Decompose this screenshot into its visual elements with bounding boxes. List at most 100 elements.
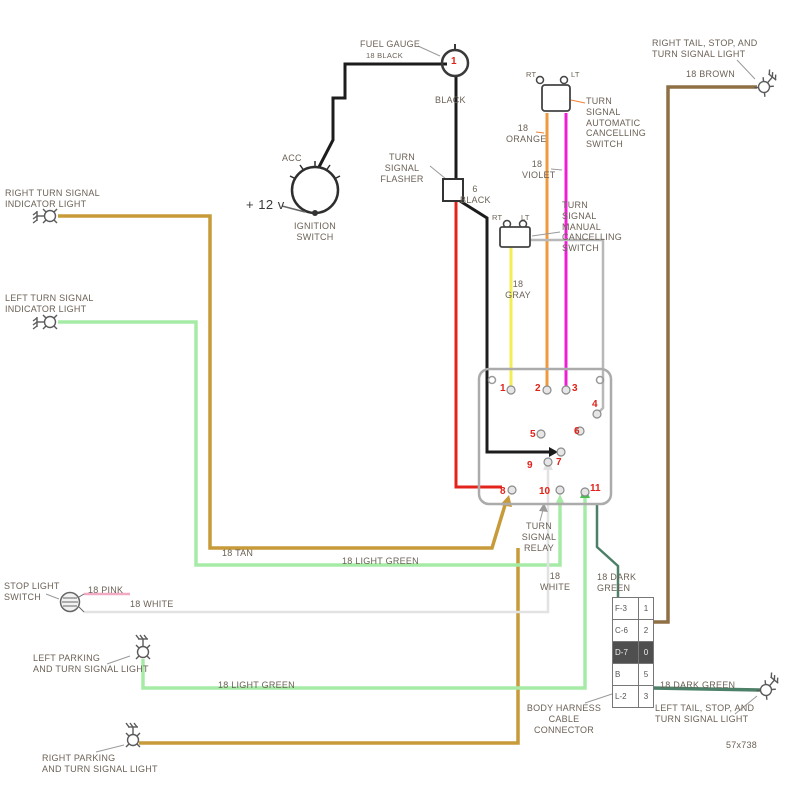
leader-violet-wire — [550, 168, 563, 171]
connector-row-1: F-3 1 — [613, 598, 653, 620]
manual-cancelling-switch-symbol — [499, 219, 531, 248]
label-light-green-mid: 18 LIGHT GREEN — [342, 556, 419, 566]
leader-auto-cancel — [570, 99, 586, 104]
leader-fuel-gauge — [417, 45, 441, 57]
leader-right-tail — [736, 59, 756, 80]
label-black-wire: BLACK — [435, 95, 466, 105]
wire-red-flasher-to-relay — [454, 201, 502, 489]
relay-terminal-5: 5 — [530, 429, 536, 440]
wire-light-green-indicator — [58, 320, 562, 567]
stop-light-switch-symbol — [59, 591, 85, 613]
wire-brown — [652, 85, 757, 624]
label-violet-wire: 18 VIOLET — [522, 159, 556, 180]
connector-row-num: 2 — [643, 626, 649, 635]
relay-terminal-3: 3 — [572, 383, 578, 394]
fuel-gauge-symbol — [440, 44, 470, 78]
label-left-indicator-light: LEFT TURN SIGNAL INDICATOR LIGHT — [5, 293, 94, 314]
wire-tan-parking — [139, 548, 520, 745]
label-dark-green-top: 18 DARK GREEN — [597, 572, 637, 593]
label-brown-wire: 18 BROWN — [686, 69, 736, 79]
label-left-tail-light: LEFT TAIL, STOP, AND TURN SIGNAL LIGHT — [655, 703, 755, 724]
connector-row-code: C-6 — [613, 620, 639, 641]
label-tan-wire: 18 TAN — [222, 548, 254, 558]
connector-row-code: B — [613, 664, 639, 685]
label-manual-cancelling-switch: TURN SIGNAL MANUAL CANCELLING SWITCH — [562, 200, 623, 254]
ignition-switch-symbol — [281, 161, 341, 216]
wire-light-green-parking — [141, 496, 587, 690]
leader-manual-cancel — [531, 231, 561, 237]
left-tail-bulb-icon — [755, 671, 783, 701]
leader-left-tail — [734, 695, 758, 715]
connector-row-3: D-7 0 — [613, 642, 653, 664]
relay-terminal-7: 7 — [556, 457, 562, 468]
label-body-harness-connector: BODY HARNESS CABLE CONNECTOR — [526, 703, 602, 735]
connector-row-num: 0 — [643, 648, 649, 657]
label-plus-12v: + 12 v — [246, 197, 285, 212]
relay-terminal-8: 8 — [500, 486, 506, 497]
leader-relay-arrowhead — [539, 503, 548, 512]
right-indicator-bulb-icon — [32, 208, 58, 224]
label-right-parking-light: RIGHT PARKING AND TURN SIGNAL LIGHT — [42, 753, 158, 774]
connector-row-4: B 5 — [613, 664, 653, 686]
fuel-gauge-terminal-number: 1 — [451, 56, 457, 67]
connector-row-num: 1 — [643, 604, 649, 613]
label-turn-signal-relay: TURN SIGNAL RELAY — [521, 521, 557, 553]
leader-flasher — [429, 165, 447, 180]
wire-white — [84, 467, 550, 614]
connector-row-2: C-6 2 — [613, 620, 653, 642]
leader-right-parking — [95, 744, 125, 753]
auto-cancelling-switch-symbol — [535, 75, 571, 112]
connector-row-code: D-7 — [613, 642, 639, 663]
turn-signal-flasher-symbol — [442, 178, 464, 202]
label-auto-lt: LT — [571, 70, 580, 79]
label-gray-wire: 18 GRAY — [505, 279, 531, 300]
left-indicator-bulb-icon — [32, 314, 58, 330]
connector-row-num: 5 — [643, 670, 649, 679]
label-manual-lt: LT — [521, 213, 530, 222]
label-acc: ACC — [282, 153, 302, 163]
body-harness-connector: F-3 1 C-6 2 D-7 0 B 5 L-2 3 — [612, 597, 654, 708]
relay-terminal-11: 11 — [590, 483, 601, 494]
wire-gray — [529, 238, 605, 413]
wire-black-flasher-to-relay — [459, 199, 549, 454]
relay-terminal-screws — [506, 385, 602, 497]
relay-terminal-2: 2 — [535, 383, 541, 394]
label-pink-wire: 18 PINK — [88, 585, 124, 595]
label-auto-rt: RT — [526, 70, 537, 79]
wire-black-arrowhead — [549, 447, 558, 457]
label-fuel-gauge: FUEL GAUGE — [360, 39, 421, 49]
relay-terminal-4: 4 — [592, 399, 598, 410]
label-light-green-bottom: 18 LIGHT GREEN — [218, 680, 295, 690]
label-white-mid: 18 WHITE — [540, 571, 571, 592]
label-orange-wire: 18 ORANGE — [506, 123, 547, 144]
label-stop-light-switch: STOP LIGHT SWITCH — [4, 581, 60, 602]
label-dark-green-bottom: 18 DARK GREEN — [660, 680, 736, 690]
label-manual-rt: RT — [492, 213, 503, 222]
relay-terminal-1: 1 — [500, 383, 506, 394]
right-tail-bulb-icon — [753, 68, 781, 98]
label-fuel-gauge-wire: 18 BLACK — [366, 51, 404, 60]
leader-stop-switch — [45, 593, 60, 600]
leader-lines — [45, 45, 758, 753]
label-left-parking-light: LEFT PARKING AND TURN SIGNAL LIGHT — [33, 653, 149, 674]
wire-tan-indicator — [58, 214, 507, 550]
connector-row-num: 3 — [643, 692, 649, 701]
leader-relay-label — [539, 509, 544, 522]
label-white-left: 18 WHITE — [130, 599, 174, 609]
label-right-indicator-light: RIGHT TURN SIGNAL INDICATOR LIGHT — [5, 188, 100, 209]
label-right-tail-light: RIGHT TAIL, STOP, AND TURN SIGNAL LIGHT — [652, 38, 758, 59]
label-figure-code: 57x738 — [726, 740, 758, 750]
right-parking-bulb-icon — [125, 722, 141, 748]
relay-terminal-10: 10 — [539, 486, 551, 497]
wire-black-ignition-to-fuel-gauge — [317, 62, 447, 168]
wire-light-green-arrowhead — [555, 494, 565, 505]
leader-body-harness — [584, 693, 613, 704]
label-ignition-switch: IGNITION SWITCH — [294, 221, 336, 242]
connector-row-code: F-3 — [613, 598, 639, 619]
connector-row-5: L-2 3 — [613, 686, 653, 707]
connector-row-code: L-2 — [613, 686, 639, 707]
leader-orange-wire — [535, 131, 545, 134]
relay-terminal-6: 6 — [574, 426, 580, 437]
